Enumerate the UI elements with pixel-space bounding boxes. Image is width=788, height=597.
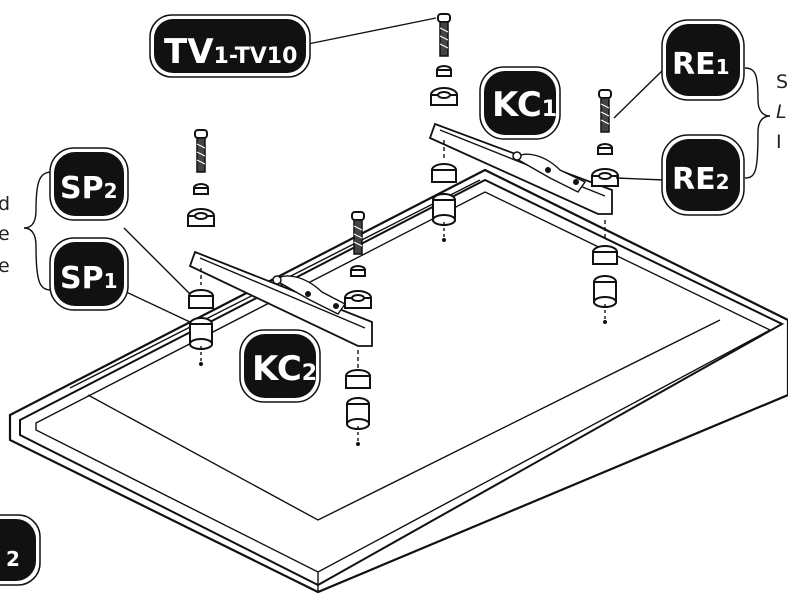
svg-text:SP2: SP2 — [60, 171, 118, 206]
badge-re2-main: RE — [672, 162, 716, 197]
left-text-1: e — [0, 223, 10, 245]
leader-lines — [23, 17, 771, 323]
svg-text:RE2: RE2 — [672, 162, 730, 197]
left-text-2: e — [0, 255, 10, 277]
badge-tv-main: TV — [164, 32, 214, 72]
svg-text:KC2: KC2 — [252, 349, 317, 389]
badge-re1-main: RE — [672, 47, 716, 82]
badge-kc2-sub: 2 — [302, 361, 317, 386]
badge-kc1-main: KC — [492, 85, 542, 125]
badge-re1: RE1 — [661, 19, 745, 101]
badge-re2-sub: 2 — [716, 170, 730, 194]
bracket-kc1 — [428, 122, 613, 215]
badge-re1-sub: 1 — [716, 55, 730, 79]
badge-partial: 2 — [0, 514, 41, 586]
badge-tv-sub: 1-TV — [214, 44, 267, 69]
badge-kc1-sub: 1 — [542, 97, 557, 122]
badge-sp2-sub: 2 — [104, 179, 118, 203]
svg-text:RE1: RE1 — [672, 47, 730, 82]
badge-tv-sub2: 10 — [267, 44, 298, 69]
badge-sp1: SP1 — [49, 237, 129, 311]
screw-stack-middle — [344, 211, 372, 446]
right-text-2: I — [776, 131, 782, 153]
screw-stack-right — [591, 89, 619, 324]
badge-kc1: KC1 — [479, 66, 561, 140]
tv-panel — [8, 168, 788, 594]
right-text-1: L — [776, 101, 787, 123]
badge-sp2: SP2 — [49, 147, 129, 221]
bracket-kc2 — [188, 250, 373, 347]
left-side-text: d e e — [0, 193, 10, 277]
svg-text:KC1: KC1 — [492, 85, 557, 125]
badge-sp2-main: SP — [60, 171, 104, 206]
badge-tv: TV1-TV10 — [149, 14, 311, 78]
screw-stack-center-top — [430, 13, 458, 242]
badge-kc2: KC2 — [239, 329, 321, 403]
svg-text:SP1: SP1 — [60, 261, 118, 296]
badge-partial-sub: 2 — [6, 547, 20, 571]
badge-sp1-sub: 1 — [104, 269, 118, 293]
badge-tv-text: TV1-TV10 — [164, 32, 297, 72]
badge-re2: RE2 — [661, 134, 745, 216]
badge-sp1-main: SP — [60, 261, 104, 296]
left-text-0: d — [0, 193, 10, 215]
right-side-text: S L I — [776, 71, 788, 153]
screw-stack-left — [187, 129, 215, 366]
right-text-0: S — [776, 71, 788, 93]
badge-kc2-main: KC — [252, 349, 302, 389]
